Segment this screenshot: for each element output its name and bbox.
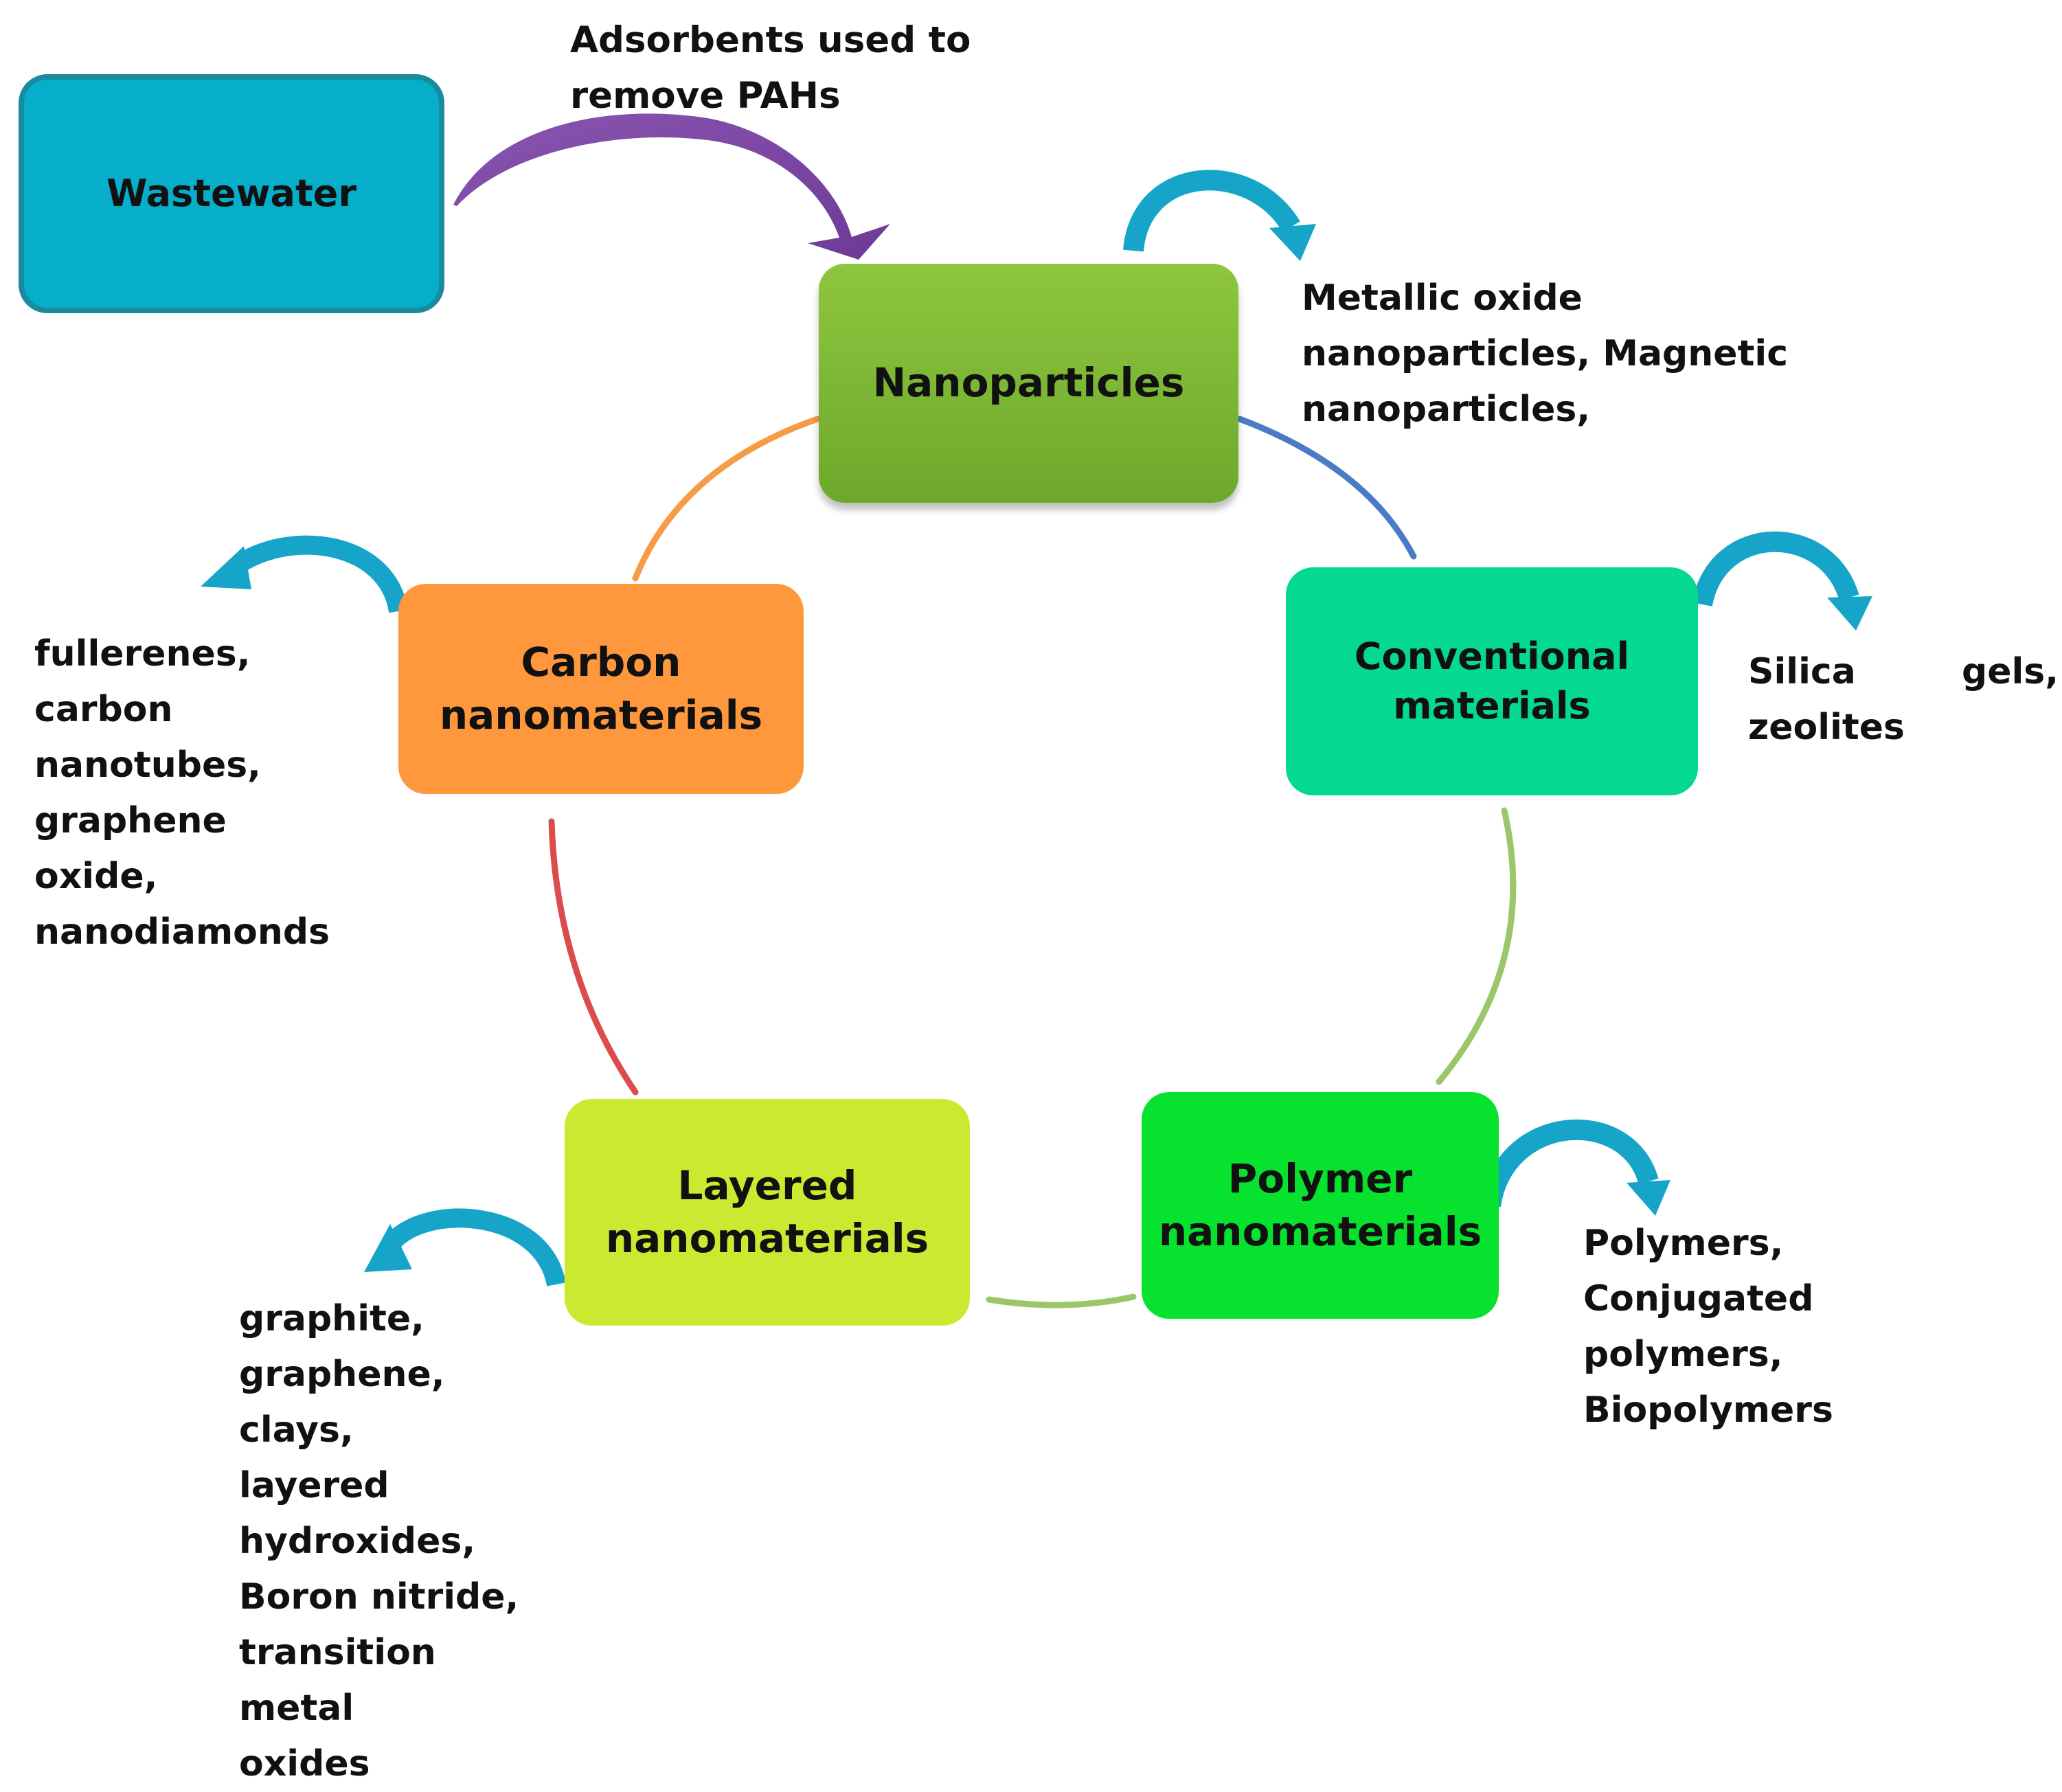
layered-examples-arrow-icon — [364, 1208, 566, 1287]
node-polymer-nanomaterials: Polymer nanomaterials — [1142, 1092, 1499, 1319]
nanoparticles-examples: Metallic oxide nanoparticles, Magnetic n… — [1302, 277, 1789, 430]
node-layered-label: Layered nanomaterials — [605, 1161, 929, 1262]
conventional-example-gels: gels, — [1961, 651, 2059, 692]
nanoparticles-examples-arrow-icon — [1123, 170, 1316, 261]
conventional-examples-arrow-icon — [1692, 531, 1872, 631]
node-nanoparticles-label: Nanoparticles — [872, 359, 1185, 407]
diagram-connectors — [201, 113, 1872, 1308]
polymer-examples: Polymers, Conjugated polymers, Biopolyme… — [1583, 1223, 1833, 1431]
node-conventional-materials: Conventional materials — [1286, 567, 1698, 795]
node-polymer-label: Polymer nanomaterials — [1158, 1155, 1482, 1255]
polymer-examples-arrow-icon — [1480, 1120, 1670, 1216]
conventional-example-zeolites: zeolites — [1748, 707, 1905, 748]
node-nanoparticles: Nanoparticles — [819, 264, 1238, 503]
node-carbon-nanomaterials: Carbon nanomaterials — [398, 584, 804, 794]
link-nanoparticles-carbon — [632, 416, 821, 582]
link-carbon-layered — [548, 818, 639, 1096]
conventional-example-silica: Silica — [1748, 651, 1856, 692]
main-arrow — [453, 113, 890, 260]
carbon-examples: fullerenes, carbon nanotubes, graphene o… — [34, 633, 330, 953]
layered-examples: graphite, graphene, clays, layered hydro… — [239, 1298, 519, 1784]
link-nanoparticles-conventional — [1236, 416, 1417, 560]
link-layered-polymer — [986, 1293, 1137, 1308]
node-wastewater-label: Wastewater — [106, 172, 357, 216]
node-wastewater: Wastewater — [19, 74, 444, 313]
node-conventional-label: Conventional materials — [1354, 635, 1630, 727]
node-carbon-label: Carbon nanomaterials — [439, 638, 763, 738]
carbon-examples-arrow-icon — [201, 535, 408, 613]
node-layered-nanomaterials: Layered nanomaterials — [565, 1099, 970, 1326]
diagram-title: Adsorbents used to remove PAHs — [570, 19, 971, 117]
link-conventional-polymer — [1436, 807, 1517, 1085]
conventional-examples: Silica gels, zeolites — [1748, 644, 2059, 756]
